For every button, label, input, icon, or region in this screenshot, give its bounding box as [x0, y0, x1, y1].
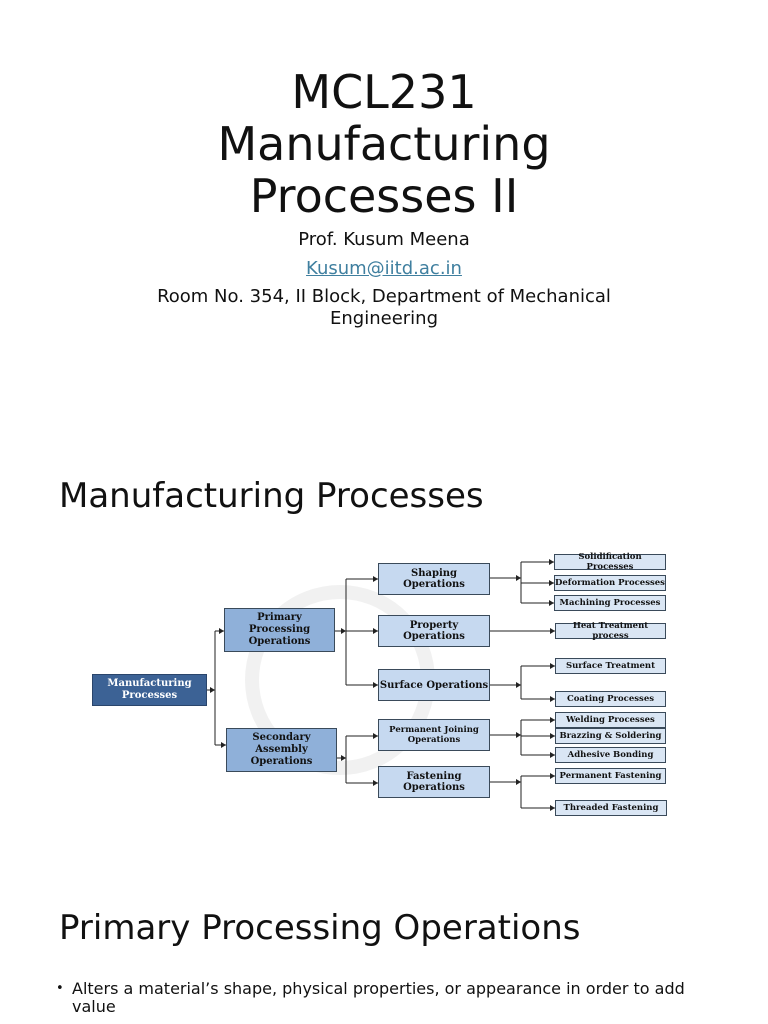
node-brazing-soldering: Brazzing & Soldering [555, 728, 666, 744]
node-permanent-fastening: Permanent Fastening [555, 768, 666, 784]
node-property-operations: Property Operations [378, 615, 490, 647]
node-machining: Machining Processes [554, 595, 666, 611]
room-info: Room No. 354, II Block, Department of Me… [157, 286, 611, 329]
process-tree-diagram: Manufacturing Processes Primary Processi… [0, 540, 768, 830]
author-name: Prof. Kusum Meena [298, 229, 470, 250]
course-title-line: Processes II [249, 169, 519, 223]
node-surface-treatment: Surface Treatment [555, 658, 666, 674]
email-link[interactable]: Kusum@iitd.ac.in [306, 258, 462, 279]
node-shaping-operations: Shaping Operations [378, 563, 490, 595]
node-secondary-assembly: Secondary Assembly Operations [226, 728, 337, 772]
bullet-list: Alters a material’s shape, physical prop… [56, 980, 716, 1016]
course-title-line: Manufacturing [217, 117, 551, 171]
node-adhesive-bonding: Adhesive Bonding [555, 747, 666, 763]
node-welding: Welding Processes [555, 712, 666, 728]
node-deformation: Deformation Processes [554, 575, 666, 591]
course-title: MCL231 Manufacturing Processes II [0, 66, 768, 222]
node-heat-treatment: Heat Treatment process [555, 621, 666, 641]
section-heading: Manufacturing Processes [59, 476, 484, 516]
title-slide: MCL231 Manufacturing Processes II Prof. … [0, 0, 768, 400]
node-coating: Coating Processes [555, 691, 666, 707]
course-title-line: MCL231 [291, 65, 477, 119]
node-fastening-operations: Fastening Operations [378, 766, 490, 798]
email-row: Kusum@iitd.ac.in [0, 258, 768, 279]
node-threaded-fastening: Threaded Fastening [555, 800, 667, 816]
section-heading: Primary Processing Operations [59, 908, 581, 948]
node-permanent-joining: Permanent Joining Operations [378, 719, 490, 751]
node-solidification: Solidification Processes [554, 552, 666, 572]
node-manufacturing-processes: Manufacturing Processes [92, 674, 207, 706]
node-primary-processing: Primary Processing Operations [224, 608, 335, 652]
diagram-connectors [207, 559, 555, 811]
node-surface-operations: Surface Operations [378, 669, 490, 701]
bullet-item: Alters a material’s shape, physical prop… [56, 980, 716, 1016]
